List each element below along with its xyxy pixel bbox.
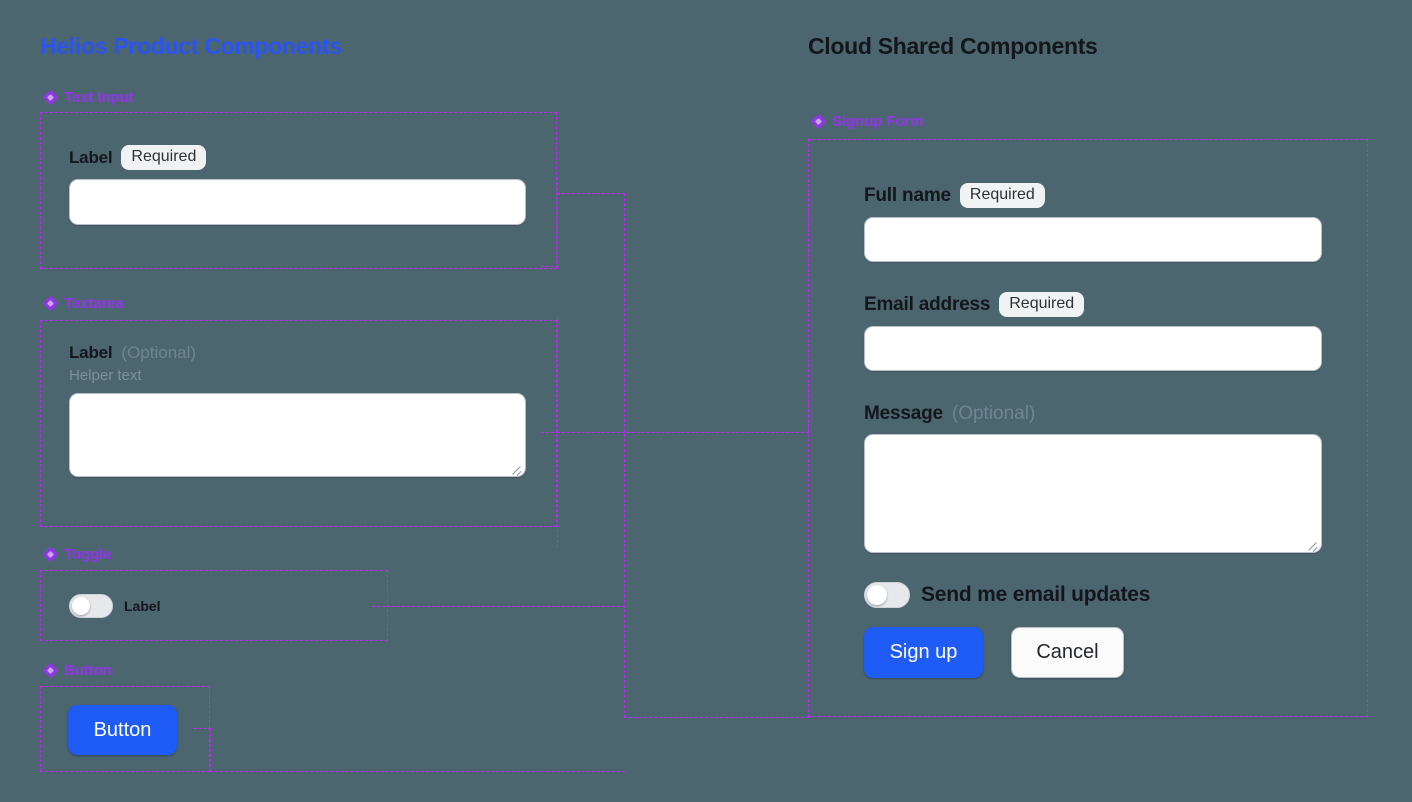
- section-marker-textarea: Textarea: [42, 295, 124, 312]
- textarea-field-wrap[interactable]: [69, 393, 526, 477]
- message-textarea[interactable]: [865, 435, 1321, 552]
- toggle-switch[interactable]: [69, 594, 113, 618]
- text-input-label: Label: [69, 147, 113, 167]
- component-box-toggle: Label: [40, 570, 388, 641]
- connector-textarea-to-form: [557, 432, 809, 433]
- resize-handle-icon[interactable]: [1305, 537, 1318, 550]
- email-label: Email address: [864, 293, 991, 315]
- connector-button-run: [210, 771, 625, 772]
- sign-up-button[interactable]: Sign up: [864, 627, 983, 678]
- textarea-optional-badge: (Optional): [121, 343, 197, 362]
- connector-main-trunk: [624, 193, 625, 718]
- text-input-field[interactable]: [69, 179, 526, 226]
- diamond-icon: [810, 113, 827, 130]
- toggle-knob: [867, 585, 887, 605]
- toggle-control[interactable]: Label: [69, 594, 161, 618]
- email-updates-toggle[interactable]: [864, 582, 910, 608]
- email-updates-toggle-row[interactable]: Send me email updates: [864, 582, 1150, 608]
- page-title-helios: Helios Product Components: [40, 33, 342, 59]
- diamond-icon: [42, 546, 59, 563]
- toggle-label: Label: [124, 598, 161, 614]
- demo-button[interactable]: Button: [68, 705, 177, 755]
- section-label: Toggle: [64, 546, 112, 563]
- signup-field-message: Message (Optional): [864, 403, 1322, 553]
- email-updates-label: Send me email updates: [921, 583, 1151, 606]
- email-input[interactable]: [864, 326, 1322, 372]
- full-name-input[interactable]: [864, 217, 1322, 263]
- section-marker-toggle: Toggle: [42, 546, 112, 563]
- message-label: Message: [864, 403, 943, 424]
- connector-text-input-riser: [557, 178, 558, 267]
- full-name-label: Full name: [864, 184, 951, 206]
- component-box-textarea: Label (Optional) Helper text: [40, 320, 557, 527]
- textarea-label-row: Label (Optional): [69, 343, 528, 363]
- signup-field-full-name: Full name Required: [864, 183, 1322, 263]
- full-name-label-row: Full name Required: [864, 183, 1322, 209]
- component-box-signup-form: Full name Required Email address Require…: [808, 139, 1368, 717]
- message-optional-badge: (Optional): [951, 403, 1036, 424]
- component-box-button: Button: [40, 686, 210, 772]
- signup-field-email: Email address Required: [864, 292, 1322, 372]
- diamond-icon: [42, 295, 59, 312]
- full-name-required-badge: Required: [959, 183, 1045, 209]
- section-label: Textarea: [64, 295, 124, 312]
- page-title-cloud: Cloud Shared Components: [808, 33, 1098, 59]
- text-input-required-badge: Required: [121, 145, 207, 171]
- section-marker-button: Button: [42, 662, 112, 679]
- text-input-label-row: Label Required: [69, 145, 528, 171]
- toggle-knob: [72, 597, 90, 615]
- section-marker-text-input: Text Input: [42, 89, 134, 106]
- message-textarea-wrap[interactable]: [864, 434, 1322, 553]
- connector-trunk-to-form-bottom: [624, 717, 809, 718]
- resize-handle-icon[interactable]: [509, 461, 522, 474]
- component-box-text-input: Label Required: [40, 112, 557, 269]
- cancel-button[interactable]: Cancel: [1011, 627, 1124, 678]
- section-label: Text Input: [64, 89, 134, 106]
- section-marker-signup-form: Signup Form: [810, 113, 924, 130]
- connector-toggle-to-trunk: [372, 606, 625, 607]
- connector-text-input-to-trunk: [557, 193, 625, 194]
- section-label: Signup Form: [832, 113, 924, 130]
- email-label-row: Email address Required: [864, 292, 1322, 318]
- textarea-label: Label: [69, 343, 113, 362]
- diamond-icon: [42, 662, 59, 679]
- textarea-field[interactable]: [70, 394, 525, 476]
- section-label: Button: [64, 662, 112, 679]
- diamond-icon: [42, 89, 59, 106]
- message-label-row: Message (Optional): [864, 403, 1322, 425]
- textarea-helper-text: Helper text: [69, 367, 142, 384]
- email-required-badge: Required: [999, 292, 1085, 318]
- connector-button-riser: [210, 728, 211, 772]
- connector-textarea-riser: [557, 318, 558, 548]
